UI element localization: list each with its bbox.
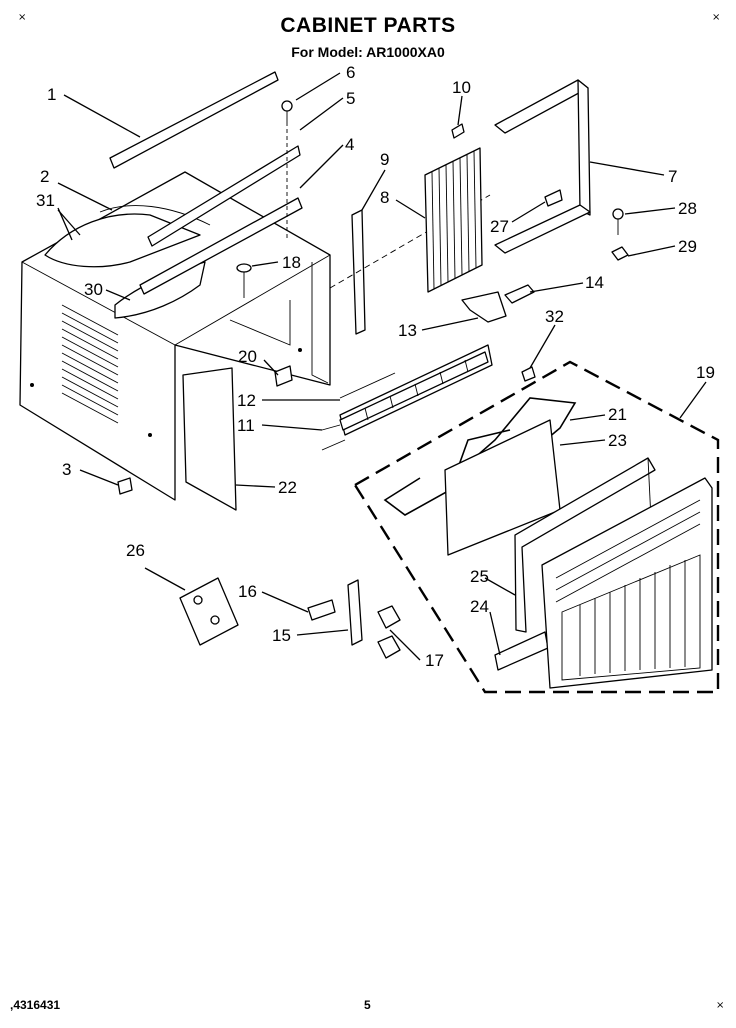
clip-part-20 xyxy=(274,365,293,387)
callout-27: 27 xyxy=(490,217,509,236)
callout-15: 15 xyxy=(272,626,291,645)
callout-31: 31 xyxy=(36,191,55,210)
corner-mark-icon: × xyxy=(18,12,27,23)
top-insulation-part-31 xyxy=(44,213,201,268)
callout-17: 17 xyxy=(425,651,444,670)
rail-part-1 xyxy=(109,71,279,169)
callout-11: 11 xyxy=(237,416,255,435)
screw-part-6 xyxy=(281,100,293,122)
callout-16: 16 xyxy=(238,582,257,601)
latch-part-14 xyxy=(504,284,535,304)
front-grille xyxy=(541,477,713,689)
callout-23: 23 xyxy=(608,431,627,450)
bracket-part-15 xyxy=(347,579,363,646)
callout-8: 8 xyxy=(380,188,389,207)
bracket-part-13 xyxy=(461,291,507,323)
terminal-part-16 xyxy=(307,599,336,621)
page-number: 5 xyxy=(364,998,371,1012)
rail-part-5 xyxy=(147,145,301,247)
callout-3: 3 xyxy=(62,460,71,479)
callout-10: 10 xyxy=(452,78,471,97)
document-part-number: ,4316431 xyxy=(10,998,61,1012)
screw-part-10 xyxy=(451,123,465,139)
callout-22: 22 xyxy=(278,478,297,497)
screw-part-32 xyxy=(521,366,536,382)
model-subtitle: For Model: AR1000XA0 xyxy=(291,44,445,60)
knobs-part-17 xyxy=(377,605,401,659)
callout-20: 20 xyxy=(238,347,257,366)
screw-part-28 xyxy=(612,208,624,235)
callout-19: 19 xyxy=(696,363,715,382)
callout-numbers: 1 2 3 4 5 6 7 8 9 10 11 12 13 14 15 16 1… xyxy=(36,63,715,670)
leader-lines xyxy=(57,72,707,661)
callout-21: 21 xyxy=(608,405,627,424)
callout-4: 4 xyxy=(345,135,354,154)
clamp-part-26 xyxy=(179,577,239,646)
front-panel-group-19 xyxy=(353,360,720,694)
callout-14: 14 xyxy=(585,273,604,292)
clip-part-29 xyxy=(611,246,629,261)
screw-part-3 xyxy=(117,477,133,495)
callout-7: 7 xyxy=(668,167,677,186)
bracket-part-9 xyxy=(351,209,366,335)
callout-5: 5 xyxy=(346,89,355,108)
callout-18: 18 xyxy=(282,253,301,272)
corner-mark-icon: × xyxy=(716,1000,725,1011)
rod-part-12 xyxy=(339,372,396,399)
callout-26: 26 xyxy=(126,541,145,560)
callout-12: 12 xyxy=(237,391,256,410)
rail-part-4 xyxy=(139,197,303,295)
callout-32: 32 xyxy=(545,307,564,326)
callout-28: 28 xyxy=(678,199,697,218)
callout-30: 30 xyxy=(84,280,103,299)
callout-24: 24 xyxy=(470,597,489,616)
frame-part-7 xyxy=(494,79,591,254)
condenser-grille-part-8 xyxy=(424,147,483,293)
plug-part-18 xyxy=(236,263,252,298)
callout-25: 25 xyxy=(470,567,489,586)
screw-part-27 xyxy=(544,189,563,207)
strip-part-24 xyxy=(494,631,549,671)
callout-9: 9 xyxy=(380,150,389,169)
callout-29: 29 xyxy=(678,237,697,256)
filter-part-22 xyxy=(182,367,237,511)
page-title: CABINET PARTS xyxy=(280,14,456,37)
corner-mark-icon: × xyxy=(712,12,721,23)
callout-6: 6 xyxy=(346,63,355,82)
callout-1: 1 xyxy=(47,85,56,104)
vent-assembly-part-11 xyxy=(321,344,493,451)
callout-2: 2 xyxy=(40,167,49,186)
callout-13: 13 xyxy=(398,321,417,340)
